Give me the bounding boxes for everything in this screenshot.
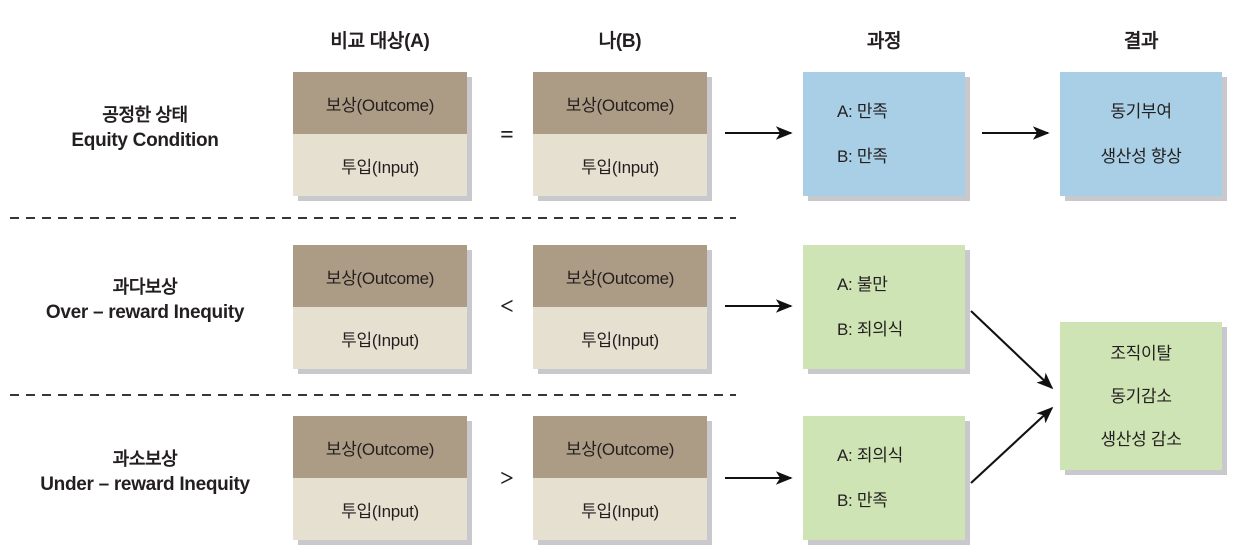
- input-cell: 투입(Input): [533, 134, 707, 196]
- result-line-1: 조직이탈: [1110, 343, 1172, 363]
- outcome-cell: 보상(Outcome): [293, 245, 467, 307]
- column-header-result: 결과: [1123, 31, 1159, 52]
- outcome-cell: 보상(Outcome): [533, 245, 707, 307]
- ratio-box-other-over-reward: 보상(Outcome) 투입(Input): [293, 245, 467, 369]
- operator-under-reward: >: [500, 466, 514, 492]
- operator-equity: =: [500, 122, 514, 148]
- input-cell: 투입(Input): [293, 307, 467, 369]
- result-line-2: 생산성 향상: [1100, 147, 1182, 166]
- column-header-process: 과정: [866, 31, 902, 52]
- row-label-equity-ko: 공정한 상태: [102, 105, 188, 125]
- operator-over-reward: <: [500, 294, 514, 320]
- ratio-box-self-equity: 보상(Outcome) 투입(Input): [533, 72, 707, 196]
- input-cell: 투입(Input): [293, 478, 467, 540]
- outcome-cell: 보상(Outcome): [293, 416, 467, 478]
- result-line-1: 동기부여: [1110, 102, 1172, 121]
- column-header-self: 나(B): [598, 31, 642, 52]
- result-line-2: 동기감소: [1110, 386, 1172, 406]
- ratio-box-self-under-reward: 보상(Outcome) 투입(Input): [533, 416, 707, 540]
- row-label-over-reward-en: Over – reward Inequity: [45, 301, 245, 323]
- row-label-equity-en: Equity Condition: [71, 129, 219, 151]
- process-line-a: A: 죄의식: [837, 446, 903, 465]
- process-line-b: B: 만족: [837, 491, 888, 510]
- process-box-over-reward: A: 불만 B: 죄의식: [803, 245, 965, 369]
- column-header-comparison-other: 비교 대상(A): [330, 31, 430, 52]
- input-cell: 투입(Input): [533, 478, 707, 540]
- outcome-cell: 보상(Outcome): [533, 72, 707, 134]
- ratio-box-other-under-reward: 보상(Outcome) 투입(Input): [293, 416, 467, 540]
- row-label-under-reward-en: Under – reward Inequity: [40, 473, 250, 495]
- result-line-3: 생산성 감소: [1100, 429, 1182, 449]
- process-line-a: A: 만족: [837, 102, 888, 121]
- input-cell: 투입(Input): [533, 307, 707, 369]
- ratio-box-self-over-reward: 보상(Outcome) 투입(Input): [533, 245, 707, 369]
- row-label-equity: 공정한 상태 Equity Condition: [0, 103, 290, 154]
- process-line-b: B: 만족: [837, 147, 888, 166]
- row-label-under-reward: 과소보상 Under – reward Inequity: [0, 447, 290, 498]
- result-box-equity: 동기부여 생산성 향상: [1060, 72, 1222, 196]
- outcome-cell: 보상(Outcome): [293, 72, 467, 134]
- process-box-under-reward: A: 죄의식 B: 만족: [803, 416, 965, 540]
- process-line-a: A: 불만: [837, 275, 888, 294]
- process-box-equity: A: 만족 B: 만족: [803, 72, 965, 196]
- arrow-over-reward-to-shared-result: [970, 310, 1054, 390]
- row-label-over-reward: 과다보상 Over – reward Inequity: [0, 275, 290, 326]
- result-box-inequity-shared: 조직이탈 동기감소 생산성 감소: [1060, 322, 1222, 470]
- row-label-under-reward-ko: 과소보상: [112, 449, 178, 469]
- input-cell: 투입(Input): [293, 134, 467, 196]
- ratio-box-other-equity: 보상(Outcome) 투입(Input): [293, 72, 467, 196]
- outcome-cell: 보상(Outcome): [533, 416, 707, 478]
- row-label-over-reward-ko: 과다보상: [112, 277, 178, 297]
- process-line-b: B: 죄의식: [837, 320, 903, 339]
- arrow-under-reward-to-shared-result: [970, 406, 1054, 484]
